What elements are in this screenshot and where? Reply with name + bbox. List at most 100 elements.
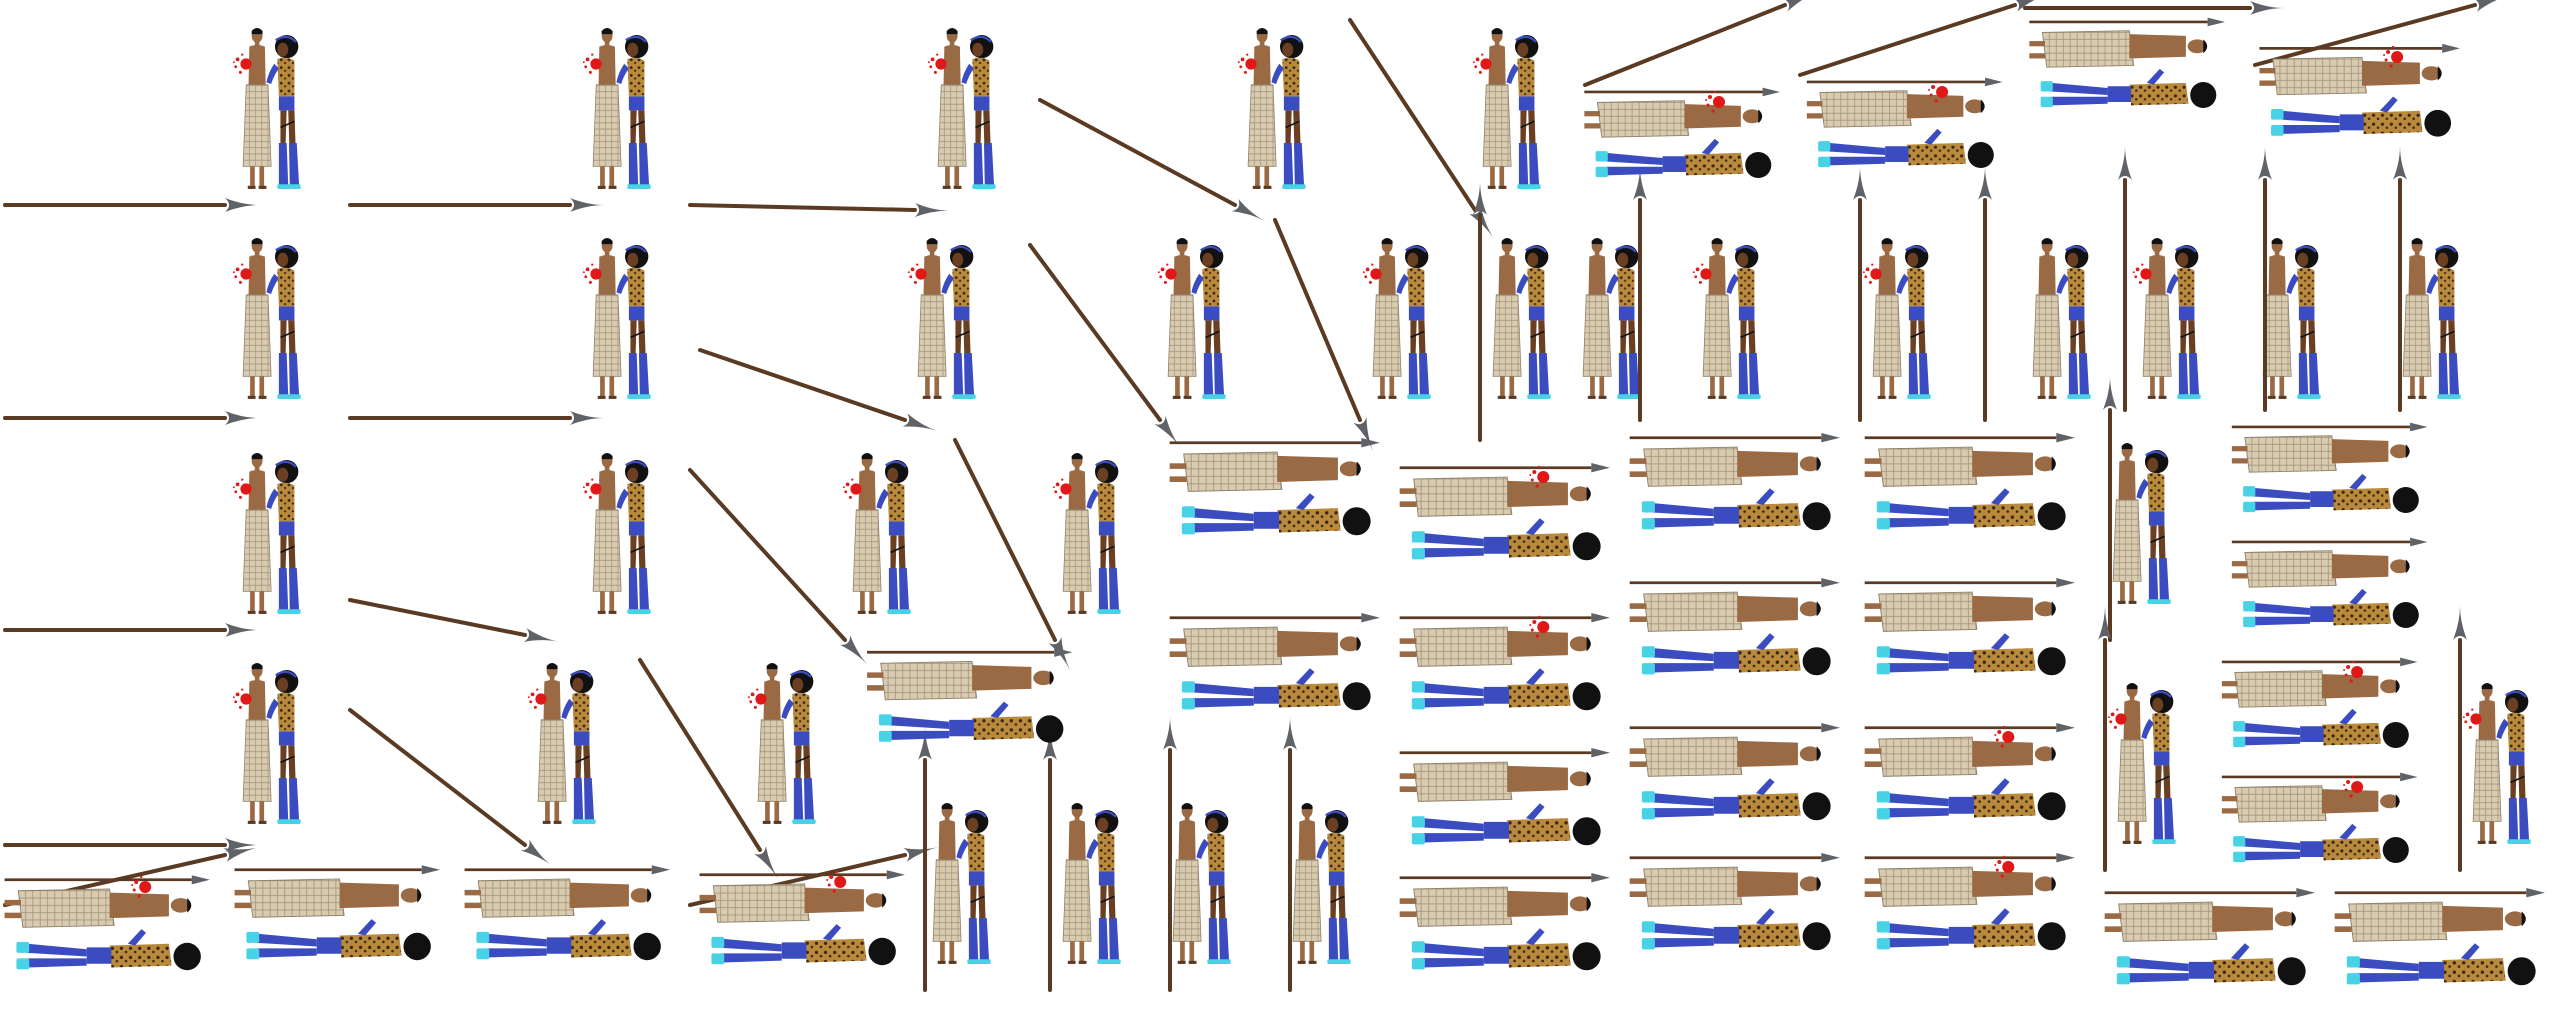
sprite-frame-fallen <box>1863 851 2077 952</box>
spear-icon <box>3 623 259 637</box>
sprite-frame-fallen <box>3 873 212 972</box>
blood-splatter-icon <box>747 688 767 709</box>
sprite-frame-fallen <box>1863 431 2077 532</box>
sprite-frame-fallen <box>1628 576 1842 677</box>
blood-splatter-icon <box>1157 263 1177 284</box>
spear-icon <box>3 198 259 212</box>
blood-splatter-icon <box>1237 53 1257 74</box>
sprite-frame-fallen <box>698 868 907 967</box>
blood-splatter-icon <box>232 263 252 284</box>
blood-splatter-icon <box>927 53 947 74</box>
sprite-frame-standing <box>232 451 303 616</box>
sprite-frame-standing <box>232 236 303 401</box>
spear-icon <box>638 658 779 879</box>
spear-icon <box>918 726 932 992</box>
sprite-frame-standing <box>2261 236 2323 401</box>
spear-icon <box>1163 716 1177 992</box>
sprite-frame-standing <box>1491 236 1553 401</box>
blood-splatter-icon <box>2107 708 2127 729</box>
sprite-frame-fallen <box>1168 436 1382 537</box>
sprite-frame-standing <box>1237 26 1308 191</box>
sprite-frame-fallen <box>1628 851 1842 952</box>
spear-icon <box>348 598 559 642</box>
spear-icon <box>1283 716 1297 992</box>
spear-icon <box>1798 0 2048 77</box>
sprite-frame-fallen <box>865 646 1074 745</box>
spear-icon <box>2393 146 2407 412</box>
blood-splatter-icon <box>1472 53 1492 74</box>
spear-icon <box>688 468 868 666</box>
spear-icon <box>2103 376 2117 642</box>
sprite-frame-fallen <box>2220 771 2419 865</box>
sprite-frame-standing <box>2107 681 2178 846</box>
blood-splatter-icon <box>842 478 862 499</box>
blood-splatter-icon <box>2132 263 2152 284</box>
spear-icon <box>2253 0 2508 67</box>
spear-icon <box>3 411 259 425</box>
sprite-frame-fallen <box>1583 86 1782 180</box>
sprite-frame-standing <box>1362 236 1433 401</box>
sprite-frame-fallen <box>2027 16 2227 110</box>
sprite-frame-fallen <box>1398 461 1612 562</box>
sprite-frame-fallen <box>233 863 442 962</box>
sprite-frame-standing <box>232 26 303 191</box>
sprite-frame-standing <box>931 801 993 966</box>
blood-splatter-icon <box>1362 263 1382 284</box>
sprite-frame-fallen <box>1398 611 1612 712</box>
sprite-frame-standing <box>842 451 913 616</box>
sprite-frame-standing <box>582 236 653 401</box>
sprite-frame-fallen <box>463 863 672 962</box>
blood-splatter-icon <box>582 53 602 74</box>
spear-icon <box>953 438 1071 671</box>
sprite-frame-standing <box>1052 451 1123 616</box>
sprite-frame-standing <box>2111 441 2173 606</box>
sprite-frame-fallen <box>1863 721 2077 822</box>
sprite-frame-standing <box>232 661 303 826</box>
sprite-frame-fallen <box>2220 656 2419 750</box>
spear-icon <box>1633 166 1647 422</box>
sprite-frame-standing <box>582 451 653 616</box>
spear-icon <box>1043 726 1057 992</box>
sprite-frame-standing <box>1061 801 1123 966</box>
blood-splatter-icon <box>232 688 252 709</box>
blood-splatter-icon <box>907 263 927 284</box>
sprite-frame-standing <box>1157 236 1228 401</box>
sprite-frame-fallen <box>1805 76 2004 170</box>
sprite-frame-fallen <box>1863 576 2077 677</box>
sprite-frame-standing <box>747 661 818 826</box>
spear-icon <box>348 198 604 212</box>
sprite-frame-standing <box>582 26 653 191</box>
blood-splatter-icon <box>1052 478 1072 499</box>
sprite-frame-standing <box>527 661 598 826</box>
blood-splatter-icon <box>582 263 602 284</box>
sprite-frame-standing <box>1692 236 1763 401</box>
sprite-frame-fallen <box>1628 721 1842 822</box>
sprite-frame-fallen <box>2230 421 2429 515</box>
sprite-frame-standing <box>1171 801 1233 966</box>
spear-icon <box>688 203 949 217</box>
spear-icon <box>1978 166 1992 422</box>
sprite-frame-standing <box>2401 236 2463 401</box>
blood-splatter-icon <box>2462 708 2482 729</box>
spear-icon <box>2118 146 2132 412</box>
blood-splatter-icon <box>232 53 252 74</box>
spear-icon <box>348 411 604 425</box>
sprite-frame-fallen <box>2103 886 2317 987</box>
spear-icon <box>1473 181 1487 442</box>
spear-icon <box>2453 606 2467 872</box>
sprite-frame-fallen <box>1168 611 1382 712</box>
spear-icon <box>1038 98 1265 222</box>
sprite-frame-standing <box>1862 236 1933 401</box>
spear-icon <box>2098 606 2112 872</box>
sprite-frame-standing <box>1472 26 1543 191</box>
blood-splatter-icon <box>582 478 602 499</box>
spear-icon <box>1853 166 1867 422</box>
sprite-frame-fallen <box>1628 431 1842 532</box>
blood-splatter-icon <box>527 688 547 709</box>
sprite-frame-fallen <box>2230 536 2429 630</box>
sprite-frame-standing <box>1581 236 1643 401</box>
spear-icon <box>2023 1 2284 15</box>
spear-icon <box>1583 0 1817 87</box>
sprite-frame-fallen <box>2333 886 2547 987</box>
